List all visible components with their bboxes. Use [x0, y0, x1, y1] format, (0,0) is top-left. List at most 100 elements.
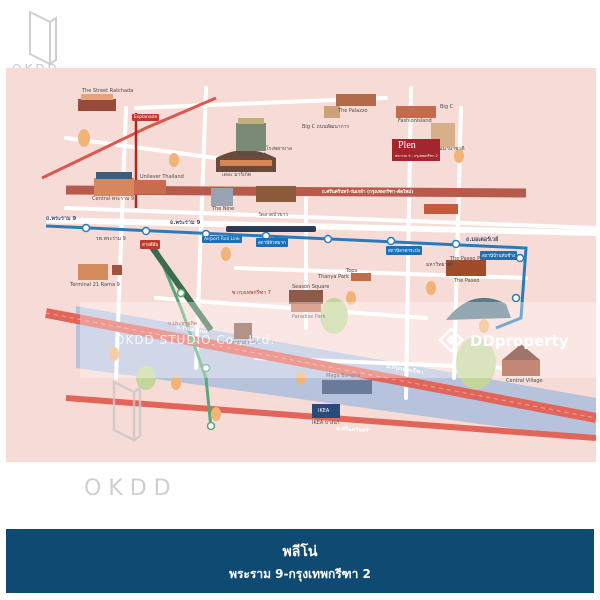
building-central-village	[502, 360, 540, 376]
label-ch-rama9: เดอะ มาร์เก็ต	[222, 172, 252, 178]
tree-icon	[454, 149, 464, 163]
building-icon	[424, 204, 458, 214]
rail-green-line	[154, 247, 213, 429]
okdd-watermark-logo-icon	[29, 10, 57, 66]
building-fashion-island	[396, 106, 436, 118]
building-street-ratchada	[78, 99, 116, 111]
building-central-rama9	[94, 178, 134, 196]
road-label-srinakarin: ถ.ศรีนครินทร์-ร่มเกล้า (กรุงเทพกรีฑา-ตัด…	[322, 190, 414, 195]
label-central-village: Central Village	[506, 378, 543, 384]
tree-icon	[296, 371, 306, 385]
label-station-3: สถานีบ้านทับช้าง	[480, 251, 518, 260]
label-ikea-sub: IKEA บางนา	[312, 420, 340, 426]
building-paseo	[446, 260, 486, 276]
label-the-market: The Market	[238, 152, 267, 158]
label-thanya-park: Thanya Park	[318, 274, 349, 280]
label-esplanade: Esplanade	[132, 114, 160, 121]
building-icon	[351, 273, 371, 281]
label-soi: ซ.กรุงเทพกรีฑา 7	[232, 290, 271, 296]
building-the-nine	[211, 188, 233, 206]
label-central-rama9: Central พระราม 9	[92, 196, 135, 202]
tree-icon	[479, 319, 489, 333]
tree-icon	[211, 407, 221, 421]
label-palazzo: The Palazzo	[338, 108, 368, 114]
park-2	[456, 337, 496, 389]
footer-title: พลีโน่	[282, 544, 318, 560]
label-school-2: มหาวิทยาลัย	[426, 262, 454, 268]
label-paseo: The Paseo	[454, 278, 480, 284]
road-label-rama9-2: ถ.พระราม 9	[170, 220, 201, 226]
label-tops: Tops	[346, 268, 358, 274]
road-vertical-2	[114, 106, 128, 380]
rail-train	[148, 244, 214, 332]
building-paradise-park	[289, 290, 323, 304]
tree-icon	[171, 376, 181, 390]
label-mega-bangna: Mega Bangna	[326, 373, 361, 379]
rail-blue-line	[45, 224, 528, 330]
label-season-square: Season Square	[292, 284, 330, 290]
station-dot-1	[81, 223, 91, 233]
building-the-market	[236, 123, 266, 151]
label-paseo-park: The Paseo Park	[450, 256, 488, 262]
buildings	[78, 94, 540, 418]
label-temple: วัดลาดบัวขาว	[258, 212, 289, 218]
label-station-2: สถานีลาดกระบัง	[386, 246, 422, 255]
station-dot-7	[451, 239, 461, 249]
tree-icon	[426, 281, 436, 295]
tree-icon	[169, 153, 179, 167]
label-street-ratchada: The Street Ratchada	[82, 88, 134, 94]
label-pracha-uthit: ถ.ประชาอุทิศ	[168, 321, 197, 327]
footer-banner: พลีโน่ พระราม 9-กรุงเทพกรีฑา 2	[6, 529, 594, 593]
train-icon	[226, 226, 316, 232]
label-airport-link-station: สถานีหัวหมาก	[256, 238, 288, 247]
park-1	[320, 298, 348, 334]
okdd-watermark-mid-icon	[112, 379, 142, 443]
building-bridge	[446, 297, 511, 320]
building-mega-bangna	[322, 380, 372, 394]
tree-icon	[109, 347, 119, 361]
ddproperty-logo-icon	[438, 327, 464, 353]
road-label-motorway: ถ.มอเตอร์เวย์	[466, 237, 499, 243]
footer-subtitle: พระราม 9-กรุงเทพกรีฑา 2	[229, 567, 371, 581]
station-dot-6	[386, 236, 396, 246]
label-the-nine: The Nine	[212, 206, 235, 212]
road-label-rama9: ถ.พระราม 9	[46, 216, 77, 222]
building-ikea	[312, 404, 340, 418]
tree-icon	[346, 291, 356, 305]
tree-icon	[221, 247, 231, 261]
building-palazzo	[336, 94, 376, 106]
label-hospital: โรงพยาบาล	[266, 146, 292, 152]
station-dot-5	[323, 234, 333, 244]
ddproperty-watermark: DDproperty	[470, 332, 569, 350]
label-bigc-bangkapi: Big C ถนนพัฒนาการ	[302, 124, 350, 130]
okdd-watermark-large: OKDD	[84, 476, 178, 501]
map-canvas	[41, 86, 596, 441]
road-red-diagonal	[41, 96, 217, 180]
watermark-band	[80, 302, 600, 378]
road-horizontal-6	[64, 136, 218, 160]
road-horizontal-4	[234, 266, 528, 280]
label-bigc: Big C	[440, 104, 454, 110]
station-dot-9	[511, 293, 521, 303]
building-unilever	[134, 180, 166, 194]
location-map: ถ.พระราม 9 ถ.พระราม 9 ถ.ศรีนครินทร์-ร่มเ…	[6, 68, 596, 462]
road-vertical-1	[194, 86, 208, 370]
label-airport-link: Airport Rail Link	[202, 236, 242, 243]
building-icon	[256, 186, 296, 202]
station-dot-8	[515, 253, 525, 263]
watermark-studio-text: OKDD STUDIO Co., Ltd.	[115, 333, 276, 347]
station-dot-2	[141, 226, 151, 236]
project-logo-plen: Plen พระราม 9 - กรุงเทพกรีฑา 2	[392, 139, 440, 161]
label-terminal21: Terminal 21 Rama 9	[70, 282, 120, 288]
label-unilever: Unilever Thailand	[140, 174, 184, 180]
building-terminal21	[78, 264, 108, 280]
road-rama9	[45, 217, 596, 236]
label-central-market: Central ตลาด	[228, 340, 261, 346]
label-ikea: IKEA	[318, 408, 330, 414]
building-central-market	[234, 323, 252, 339]
label-fashion-island: Fashionisland	[398, 118, 432, 124]
project-logo-sub: พระราม 9 - กรุงเทพกรีฑา 2	[395, 154, 438, 158]
label-school-1: โรงเรียนนานาชาติ	[424, 146, 465, 152]
road-horizontal-1	[64, 206, 596, 230]
project-logo-name: Plen	[398, 140, 416, 151]
